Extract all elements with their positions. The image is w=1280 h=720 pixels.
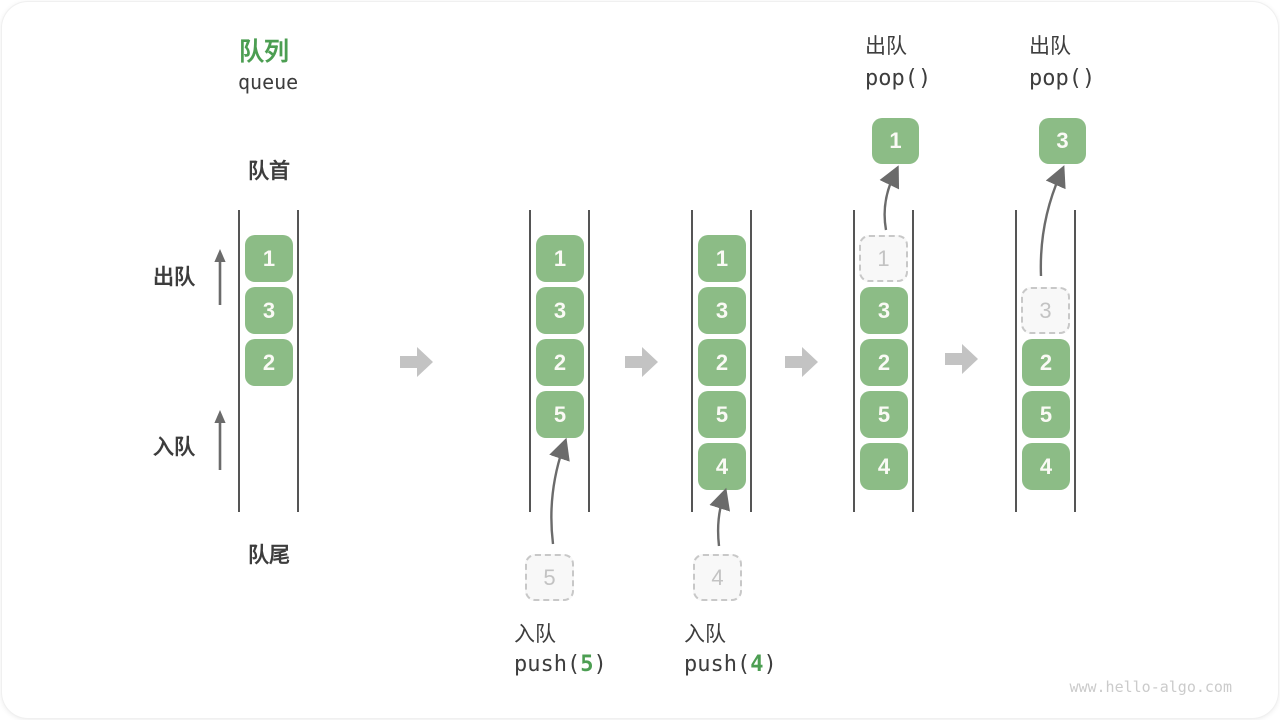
queue4-item: 4 <box>860 443 908 490</box>
code-text: ) <box>763 652 777 677</box>
page-title: 队列 <box>239 38 290 66</box>
queue3-item: 4 <box>698 443 746 490</box>
transition-arrow-icon <box>785 347 818 377</box>
queue1-item: 2 <box>245 339 293 386</box>
queue5-removed-ghost: 3 <box>1021 287 1070 334</box>
queue4-removed-ghost: 1 <box>859 235 908 282</box>
pop1-code-label: pop() <box>865 66 932 91</box>
watermark: www.hello-algo.com <box>1069 678 1232 696</box>
code-text: push( <box>684 652 751 677</box>
queue3-item: 1 <box>698 235 746 282</box>
queue5-item: 4 <box>1022 443 1070 490</box>
push4-op-label: 入队 <box>684 623 726 646</box>
push4-arrow-icon <box>709 487 731 547</box>
queue2-item: 5 <box>536 391 584 438</box>
queue5-item: 5 <box>1022 391 1070 438</box>
queue2-item: 3 <box>536 287 584 334</box>
transition-arrow-icon <box>400 347 433 377</box>
queue3-item: 5 <box>698 391 746 438</box>
transition-arrow-icon <box>625 347 658 377</box>
queue4-popped-box: 1 <box>872 118 919 164</box>
queue-state-2 <box>529 210 590 512</box>
queue1-item: 3 <box>245 287 293 334</box>
queue4-item: 2 <box>860 339 908 386</box>
code-arg: 5 <box>580 652 594 677</box>
pop2-arrow-icon <box>1039 165 1066 277</box>
code-text: push( <box>514 652 581 677</box>
push5-op-label: 入队 <box>514 623 556 646</box>
queue4-item: 3 <box>860 287 908 334</box>
page-subtitle: queue <box>238 70 299 94</box>
queue1-item: 1 <box>245 235 293 282</box>
queue3-item: 3 <box>698 287 746 334</box>
pop1-op-label: 出队 <box>865 35 907 58</box>
queue-state-1 <box>238 210 299 512</box>
queue3-incoming-ghost: 4 <box>693 554 742 601</box>
dequeue-up-arrow-icon <box>214 249 226 305</box>
pop2-op-label: 出队 <box>1029 35 1071 58</box>
pop2-code-label: pop() <box>1029 66 1096 91</box>
queue-state-4 <box>853 210 914 512</box>
code-arg: 4 <box>750 652 764 677</box>
code-text: ) <box>593 652 607 677</box>
label-dequeue: 出队 <box>153 266 195 289</box>
push4-code-label: push(4) <box>684 652 777 677</box>
transition-arrow-icon <box>945 344 978 374</box>
queue5-item: 2 <box>1022 339 1070 386</box>
queue4-item: 5 <box>860 391 908 438</box>
queue2-item: 2 <box>536 339 584 386</box>
label-queue-front: 队首 <box>248 160 290 183</box>
queue-state-3 <box>691 210 752 512</box>
queue3-item: 2 <box>698 339 746 386</box>
queue2-item: 1 <box>536 235 584 282</box>
queue2-incoming-ghost: 5 <box>525 554 574 601</box>
label-enqueue: 入队 <box>153 436 195 459</box>
push5-code-label: push(5) <box>514 652 607 677</box>
queue5-popped-box: 3 <box>1039 118 1086 164</box>
enqueue-up-arrow-icon <box>214 410 226 470</box>
label-queue-rear: 队尾 <box>248 544 290 567</box>
push5-arrow-icon <box>549 437 570 545</box>
pop1-arrow-icon <box>879 165 900 231</box>
queue-state-5 <box>1015 210 1076 512</box>
